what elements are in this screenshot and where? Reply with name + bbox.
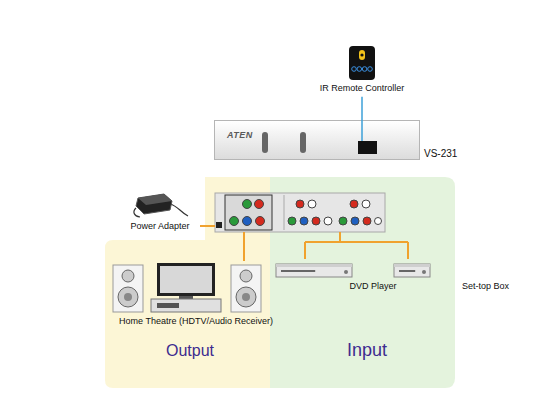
remote-key [352, 67, 357, 72]
power-jack [216, 222, 222, 228]
device-top [276, 264, 352, 267]
home-theatre-icon [113, 263, 263, 313]
brand-logo: ATEN [227, 130, 253, 140]
power-cable [200, 225, 215, 227]
device-slot [399, 270, 415, 272]
jack [296, 200, 304, 208]
panel-slot [300, 132, 306, 153]
device-button [422, 270, 426, 274]
model-label: VS-231 [424, 148, 457, 159]
jack [255, 200, 264, 209]
jack [312, 217, 320, 225]
device-label: Home Theatre (HDTV/Audio Receiver) [117, 316, 275, 327]
output-section [225, 195, 272, 230]
speaker-cone [122, 270, 134, 282]
ir-receiver [358, 141, 377, 154]
device-button [344, 270, 348, 274]
receiver [151, 299, 221, 312]
jack [350, 200, 358, 208]
ir-cable [361, 97, 363, 120]
remote-key [368, 67, 373, 72]
remote-body [349, 46, 375, 80]
input-cables [305, 232, 408, 259]
device-top [394, 264, 430, 267]
jack [362, 200, 370, 208]
switch-front-panel: ATENVS-231 [214, 120, 420, 160]
power-adapter: Power Adapter [128, 192, 191, 232]
receiver-display [157, 303, 179, 308]
region-title: Input [347, 340, 387, 361]
speaker [231, 265, 261, 312]
device-body [394, 264, 430, 277]
adapter-top [138, 194, 172, 205]
panel-body [215, 193, 385, 232]
jack [288, 217, 296, 225]
region-fill [105, 177, 270, 388]
remote-device-icon [349, 46, 375, 80]
set-top-box-icon [394, 262, 430, 278]
device-label: IR Remote Controller [318, 83, 407, 94]
device-body [276, 264, 352, 277]
remote-key [357, 67, 362, 72]
device-label: DVD Player [335, 281, 411, 292]
remote-device: IR Remote Controller [318, 46, 407, 94]
jack [243, 200, 252, 209]
tv-screen [160, 266, 212, 293]
speaker-cone [118, 287, 138, 307]
home-theatre: Home Theatre (HDTV/Audio Receiver) [109, 263, 267, 327]
remote-key [359, 50, 365, 60]
device-label: Power Adapter [128, 221, 191, 232]
power-adapter-icon [130, 192, 190, 218]
jack [230, 217, 239, 226]
region-fill [270, 177, 455, 388]
dvd-player: DVD Player [276, 262, 352, 292]
region-title: Output [166, 342, 214, 360]
speaker-cone [240, 270, 252, 282]
speaker [113, 265, 143, 312]
remote-key [360, 53, 363, 56]
ir-cable [361, 120, 363, 141]
dvd-player-icon [276, 262, 352, 278]
front-panel-art [214, 120, 420, 160]
adapter-body [136, 194, 172, 214]
jack [339, 217, 347, 225]
orange-cables [200, 226, 408, 261]
speaker-cone [124, 293, 132, 301]
adapter-cable [170, 204, 188, 216]
tv-frame [157, 263, 215, 296]
jack [363, 217, 371, 225]
speaker-cone [242, 293, 250, 301]
device-slot [281, 270, 315, 272]
panel-divider [284, 195, 285, 230]
jack [324, 217, 332, 225]
jack [375, 218, 382, 225]
jack [308, 200, 316, 208]
jack [300, 217, 308, 225]
remote-key [362, 67, 367, 72]
speaker-cone [236, 287, 256, 307]
output-cable [243, 232, 245, 261]
back-panel [215, 193, 385, 232]
jack [243, 217, 252, 226]
input-region: InputDVD PlayerSet-top Box [270, 177, 455, 388]
output-region: Output Home Theatre (HDTV/Audio Receiver) [105, 177, 270, 388]
jack [256, 217, 265, 226]
panel-slot [262, 132, 268, 153]
jack [351, 217, 359, 225]
device-label: Set-top Box [460, 281, 511, 292]
